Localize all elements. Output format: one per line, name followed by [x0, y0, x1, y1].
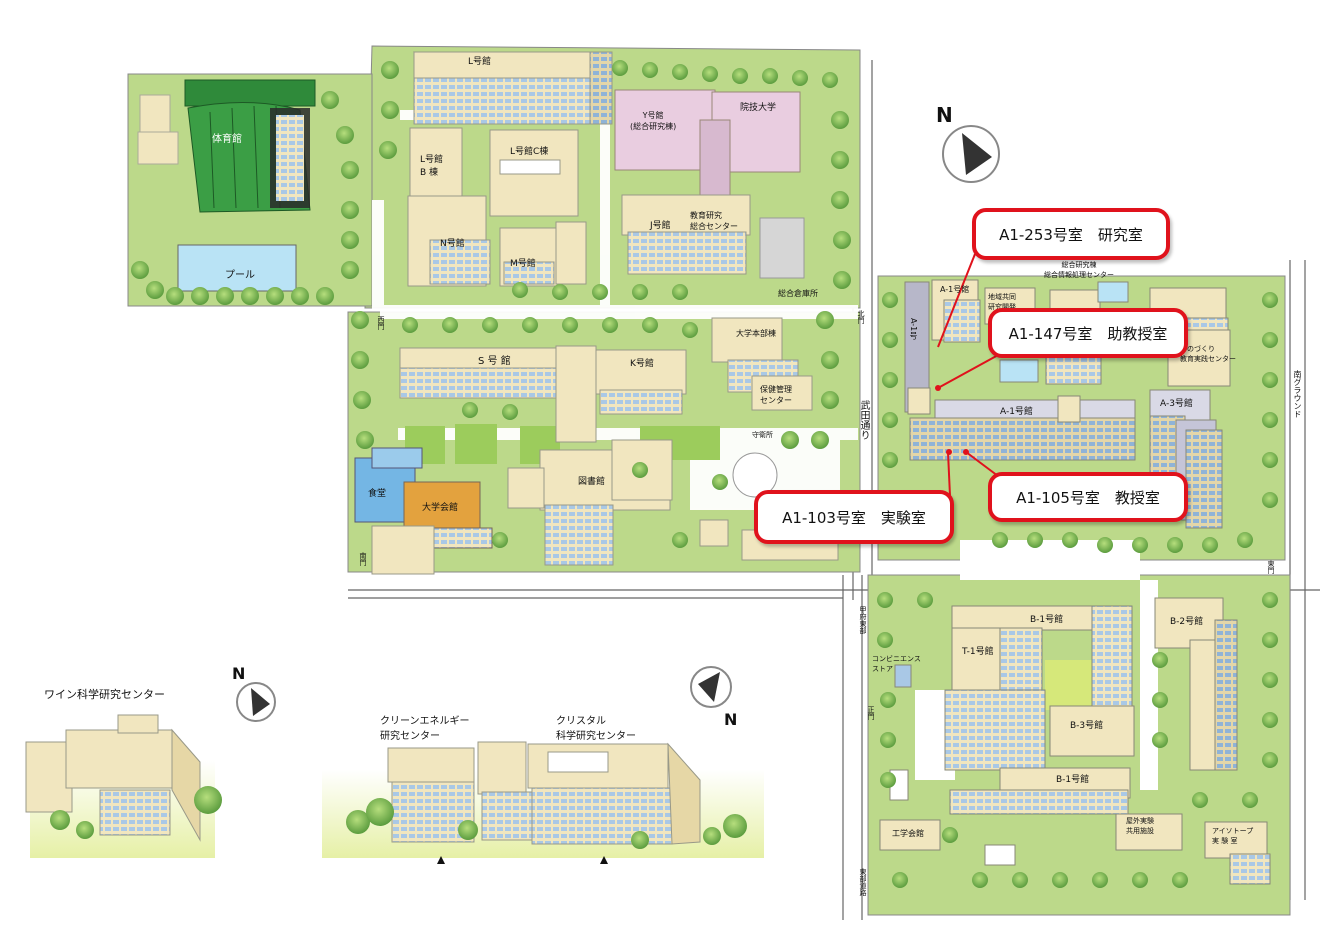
label-a1-building: A-1号館 [1000, 407, 1033, 417]
label-south-gate: 南門 [359, 552, 367, 566]
room-markers [935, 385, 969, 455]
label-a3-building: A-3号館 [1160, 399, 1193, 409]
label-crystal-center: クリスタル 科学研究センター [556, 716, 636, 742]
label-n-building: N号館 [440, 239, 465, 249]
label-info-center: 教育研究 総合センター [690, 211, 738, 231]
label-m-building: M号館 [510, 259, 536, 269]
callout-a1-105: A1-105号室 教授室 [988, 472, 1188, 522]
trees [131, 60, 1278, 888]
gym-building [137, 79, 316, 213]
label-b3-building: B-3号館 [1070, 721, 1104, 731]
compass-wine: N [232, 664, 282, 724]
label-isotope: アイソトープ 実 験 室 [1212, 827, 1254, 845]
compass-icon [236, 682, 276, 722]
label-gym: 体育館 [212, 134, 242, 145]
compass-letter: N [724, 710, 738, 729]
callout-leaders [937, 253, 1001, 497]
l-building [412, 51, 614, 125]
label-l-building-b: L号館 B 棟 [420, 155, 444, 178]
label-regional: 地域共同 研究開発 [988, 293, 1016, 311]
south-facilities [879, 664, 1271, 885]
label-hall: 大学会館 [422, 503, 459, 513]
label-main-gate: 正門 [867, 706, 875, 720]
pool [177, 244, 297, 292]
label-hq: 大学本部棟 [736, 329, 776, 338]
label-shared-exp: 屋外実験 共用施設 [1126, 817, 1154, 835]
label-l-building: L号館 [468, 57, 492, 67]
label-pool: プール [225, 270, 255, 281]
compass-main: N [936, 103, 1006, 193]
callout-a1-253: A1-253号室 研究室 [972, 208, 1170, 260]
b1-building [944, 605, 1135, 815]
callout-a1-147: A1-147号室 助教授室 [988, 308, 1188, 358]
y-building [614, 89, 801, 201]
label-k-building: K号館 [630, 359, 654, 369]
regional-buildings [984, 281, 1231, 529]
label-b1-south: B-1号館 [1056, 775, 1090, 785]
callout-a1-103: A1-103号室 実験室 [754, 490, 954, 544]
label-j-building: J号館 [650, 221, 671, 231]
a1-building [904, 279, 1136, 461]
energy-crystal-illustration [322, 741, 764, 864]
wine-center-illustration [25, 714, 222, 858]
label-b2-building: B-2号館 [1170, 617, 1204, 627]
compass-icon [942, 125, 1000, 183]
compass-letter: N [232, 664, 246, 683]
label-ground: 南グラウンド [1293, 370, 1302, 418]
west-buildings [407, 127, 805, 287]
label-grad-school: 院技大学 [740, 103, 777, 113]
compass-energy: N [690, 666, 746, 732]
compass-icon [690, 666, 732, 708]
label-koban: 守衛所 [752, 431, 773, 439]
label-a1-west: A-1号 [909, 318, 918, 340]
label-y-building: Y号館 (総合研究棟) [630, 111, 677, 131]
label-north-gate: 北門 [857, 310, 865, 324]
hall-building [371, 481, 493, 575]
label-street-east: 甲府東部 [859, 606, 867, 634]
label-cafeteria: 食堂 [368, 489, 387, 499]
label-fuzoku: 東部道路 [859, 868, 867, 896]
label-l-building-c: L号館C棟 [510, 147, 549, 157]
label-b1-building: B-1号館 [1030, 615, 1064, 625]
label-west-gate: 西門 [377, 316, 385, 330]
label-library: 図書館 [578, 477, 606, 487]
label-factory: 工学会館 [892, 829, 924, 838]
b2-building [1154, 597, 1238, 771]
label-s-building: S 号 館 [478, 356, 511, 367]
label-a1-north: A-1号館 [940, 285, 970, 294]
label-street-takeda: 武田通り [858, 400, 869, 440]
label-soko: 総合倉庫所 [778, 289, 818, 298]
label-keiei: 総合研究棟 総合情報処理センター [1044, 261, 1114, 279]
label-design-center: ものづくり 教育実践センター [1180, 345, 1236, 363]
compass-letter: N [936, 103, 953, 127]
label-clean-energy: クリーンエネルギー 研究センター [380, 716, 470, 742]
label-health-center: 保健管理 センター [760, 385, 792, 405]
label-convenience: コンビニエンス ストア [872, 655, 921, 673]
label-east-gate: 東門 [1267, 560, 1275, 574]
label-wine-center: ワイン科学研究センター [44, 688, 165, 701]
label-t1-building: T-1号館 [962, 647, 994, 657]
